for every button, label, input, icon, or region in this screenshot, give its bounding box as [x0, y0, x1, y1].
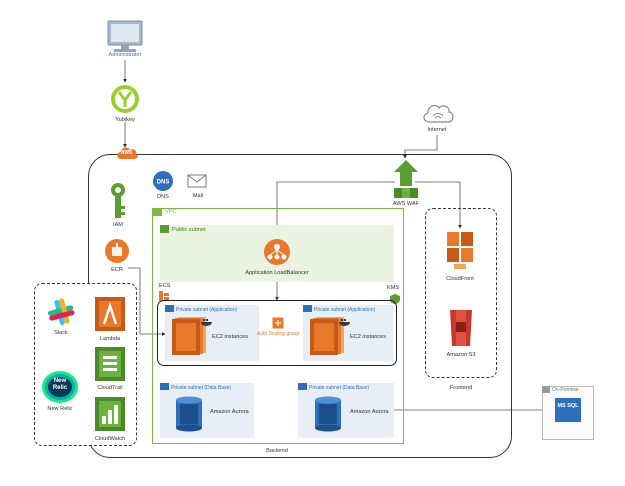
vpc-badge-icon	[152, 208, 162, 216]
admin-label: Administrator	[108, 52, 142, 58]
dns-label: DNS	[157, 194, 169, 200]
aurora-left-icon	[174, 396, 204, 432]
mail-icon	[187, 174, 207, 188]
load-balancer-label: Application LoadBalancer	[245, 270, 309, 276]
cloudwatch-icon	[94, 396, 126, 432]
newrelic-icon	[41, 370, 79, 404]
app-subnet-left-label: Private subnet (Application)	[176, 307, 238, 313]
ec2-left-label: EC2 instances	[212, 334, 249, 340]
ecr-label: ECR	[111, 267, 123, 273]
mssql-icon	[555, 398, 581, 422]
autoscaling-group-outline	[157, 300, 397, 366]
s3-icon	[446, 308, 476, 348]
vpc-label: VPC	[165, 209, 177, 215]
docker-left-icon	[200, 318, 214, 326]
db-subnet-left-container	[160, 383, 254, 438]
ecr-icon	[104, 238, 130, 264]
internet-label: Internet	[427, 127, 447, 133]
dns-icon: DNS	[152, 170, 174, 192]
newrelic-label: New Relic	[47, 406, 73, 412]
waf-to-alb-connector	[275, 181, 395, 239]
aws-badge-label: AWS	[121, 150, 133, 156]
svg-text:DNS: DNS	[157, 180, 170, 186]
db-subnet-left-badge-icon	[160, 383, 169, 390]
cloudwatch-label: CloudWatch	[94, 436, 126, 442]
ec2-right-label: EC2 instances	[350, 334, 387, 340]
iam-label: IAM	[113, 222, 123, 228]
newrelic-logo-line1: New	[53, 378, 67, 384]
aurora-left-label: Amazon Aurora	[210, 409, 249, 415]
db-subnet-left-label: Private subnet (Data Base)	[171, 385, 232, 391]
lambda-label: Lambda	[99, 336, 121, 342]
app-subnet-left-badge-icon	[165, 305, 174, 312]
newrelic-logo-line2: Relic	[52, 385, 68, 391]
slack-label: Slack	[54, 330, 68, 336]
cloudfront-icon	[445, 230, 475, 270]
onprem-badge-icon	[542, 386, 550, 393]
aurora-right-label: Amazon Aurora	[350, 409, 389, 415]
internet-cloud-icon	[421, 100, 455, 124]
yubikey-icon	[110, 84, 140, 114]
db-subnet-right-badge-icon	[298, 383, 307, 390]
frontend-label: Frontend	[449, 385, 473, 391]
yubikey-label: Yubikey	[115, 117, 135, 123]
slack-icon	[46, 297, 76, 327]
public-subnet-label: Public subnet	[172, 227, 206, 233]
frontend-container	[425, 208, 497, 378]
public-subnet-badge-icon	[160, 225, 169, 233]
db-subnet-right-container	[298, 383, 394, 438]
lambda-icon	[94, 296, 126, 332]
waf-icon	[390, 158, 422, 200]
ec2-right-icon	[310, 317, 346, 355]
mssql-label: MS SQL	[557, 403, 579, 409]
mail-label: Mail	[192, 193, 204, 199]
app-subnet-right-label: Private subnet (Application)	[314, 307, 376, 313]
kms-label: KMS	[387, 285, 400, 291]
ecs-label: ECS	[159, 283, 171, 289]
autoscaling-label: Auto Scaling group	[256, 331, 300, 337]
cloudtrail-icon	[94, 346, 126, 382]
s3-label: Amazon S3	[446, 352, 476, 358]
autoscaling-icon	[272, 317, 284, 329]
admin-computer-icon	[104, 19, 146, 55]
iam-icon	[108, 182, 128, 220]
vpc-container	[152, 208, 404, 444]
cloudtrail-label: CloudTrail	[97, 385, 123, 391]
aurora-right-icon	[313, 396, 343, 432]
onprem-label: On-Premise	[552, 387, 579, 393]
waf-label: AWS WAF	[392, 201, 420, 207]
backend-label: Backend	[266, 448, 288, 454]
app-subnet-right-badge-icon	[303, 305, 312, 312]
waf-to-cloudfront-connector	[415, 181, 462, 229]
docker-right-icon	[338, 318, 352, 326]
cloudfront-label: CloudFront	[446, 276, 474, 282]
ec2-left-icon	[172, 317, 208, 355]
load-balancer-icon	[263, 238, 291, 266]
db-subnet-right-label: Private subnet (Data Base)	[309, 385, 370, 391]
aws-cloud-badge-icon	[116, 146, 138, 160]
ecs-icon	[158, 290, 170, 302]
